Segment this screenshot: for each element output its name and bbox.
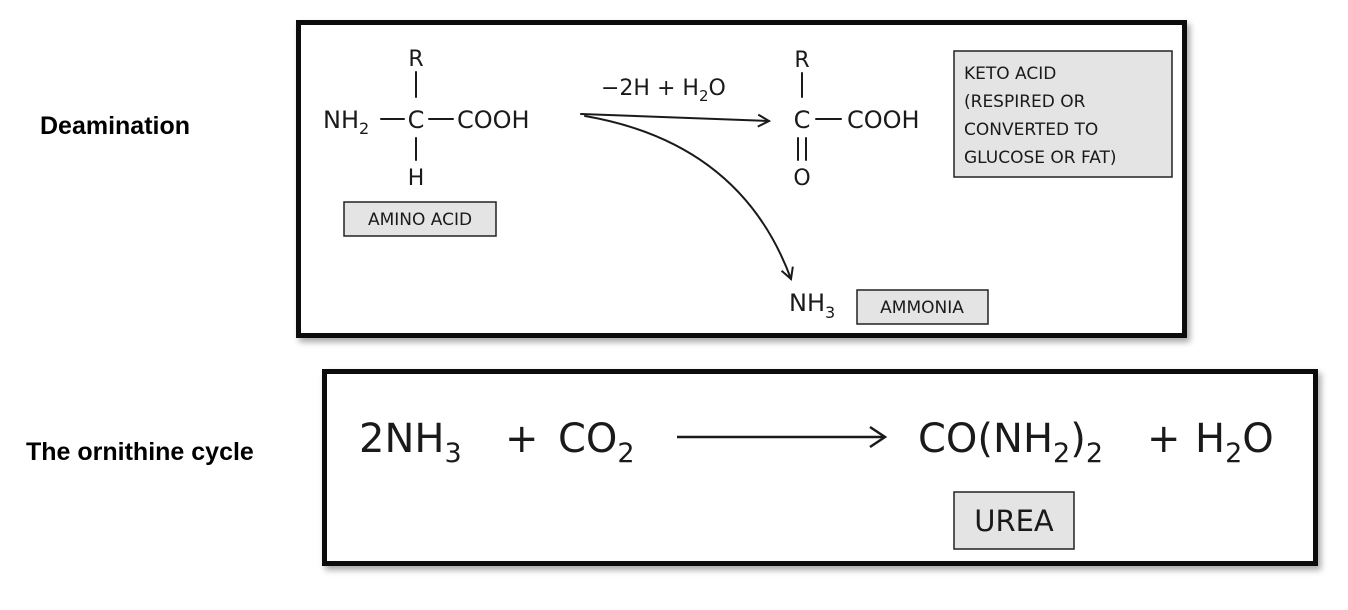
ornithine-panel: 2NH3 + CO2 CO(NH2)2 + H2O UREA <box>322 369 1318 566</box>
keto-acid-label: KETO ACID (RESPIRED OR CONVERTED TO GLUC… <box>964 64 1117 168</box>
ammonia-label-box <box>856 289 989 325</box>
ammonia-arrow <box>584 115 791 279</box>
ammonia-label: AMMONIA <box>880 298 964 318</box>
ammonia-formula: NH3 <box>789 289 835 322</box>
amino-nh2: NH2 <box>323 106 369 138</box>
reactant-co2: CO2 <box>558 416 635 469</box>
ornithine-equation: 2NH3 + CO2 CO(NH2)2 + H2O UREA <box>359 416 1274 550</box>
keto-label-line: KETO ACID <box>964 64 1056 84</box>
amino-hydrogen: H <box>408 166 425 191</box>
keto-label-line: (RESPIRED OR <box>964 92 1086 112</box>
reaction-arrow <box>580 113 769 121</box>
keto-label-line: GLUCOSE OR FAT) <box>964 148 1117 168</box>
amino-acid-structure: R NH2 C COOH H AMINO ACID <box>323 47 530 237</box>
urea-label-box <box>953 491 1075 550</box>
urea-label: UREA <box>974 504 1054 538</box>
reactant-ammonia: 2NH3 <box>359 416 462 469</box>
keto-acid-structure: R C COOH O <box>793 48 919 191</box>
keto-label-line: CONVERTED TO <box>964 120 1098 140</box>
keto-oxygen: O <box>793 166 810 191</box>
amino-acid-label-box <box>343 201 497 237</box>
ornithine-cycle-label: The ornithine cycle <box>26 438 254 466</box>
deamination-label: Deamination <box>40 112 191 140</box>
keto-cooh: COOH <box>847 106 920 134</box>
keto-r-group: R <box>794 48 809 73</box>
reaction-condition: −2H + H2O <box>601 76 726 105</box>
keto-carbon: C <box>794 106 811 134</box>
product-water: H2O <box>1195 416 1274 469</box>
amino-cooh: COOH <box>457 106 530 134</box>
deamination-diagram: R NH2 C COOH H AMINO ACID −2H + H2O R C … <box>323 47 1173 325</box>
deamination-panel: R NH2 C COOH H AMINO ACID −2H + H2O R C … <box>296 20 1187 338</box>
amino-acid-label: AMINO ACID <box>368 210 472 230</box>
keto-acid-label-box <box>953 50 1173 178</box>
plus-sign: + <box>1147 416 1181 462</box>
amino-r-group: R <box>408 47 423 72</box>
amino-carbon: C <box>408 106 425 134</box>
product-urea-formula: CO(NH2)2 <box>918 416 1103 469</box>
plus-sign: + <box>505 416 539 462</box>
